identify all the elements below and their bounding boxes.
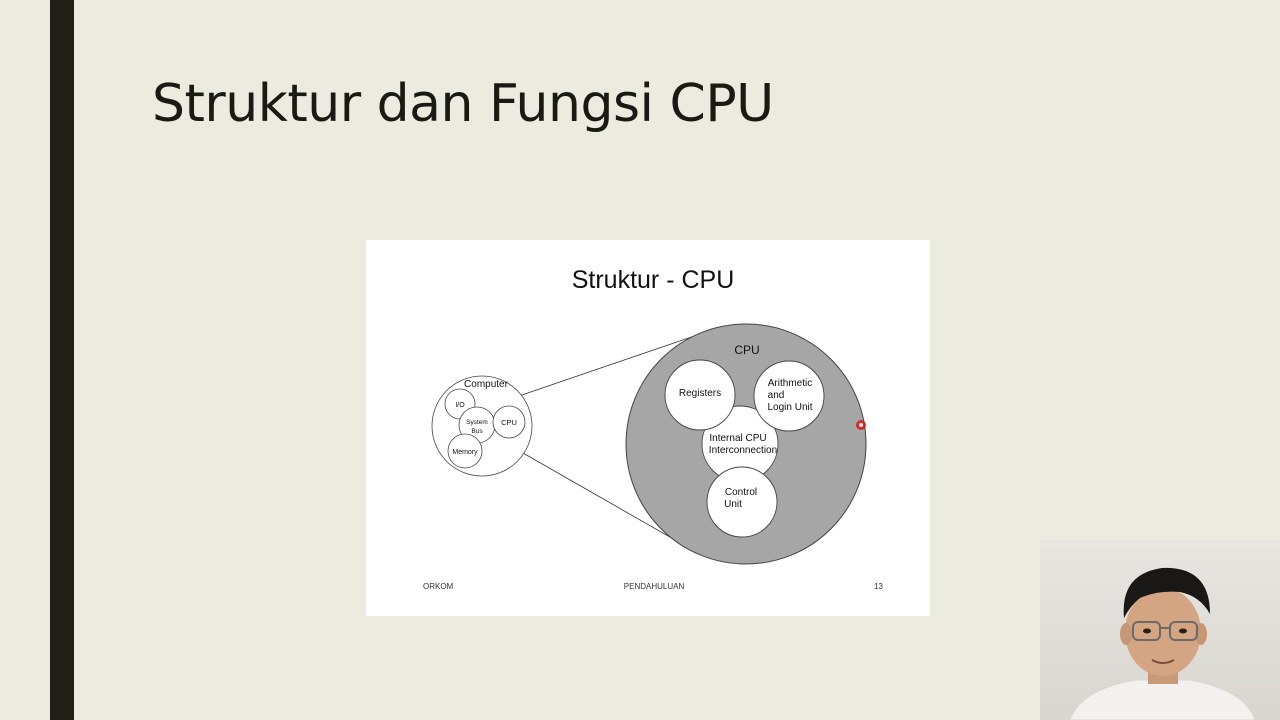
accent-sidebar xyxy=(50,0,74,720)
presenter-figure xyxy=(1069,567,1256,720)
small-cpu-circle xyxy=(492,405,526,439)
glasses-icon xyxy=(1132,621,1198,641)
zoom-line-bottom xyxy=(515,448,697,553)
small-cpu-label: CPU xyxy=(501,418,517,427)
computer-label: Computer xyxy=(464,379,509,390)
memory-label: Memory xyxy=(452,449,478,456)
alu-label-3: Login Unit xyxy=(767,402,812,413)
system-bus-label-2: Bus xyxy=(471,428,483,435)
registers-label: Registers xyxy=(679,388,721,399)
webcam-overlay xyxy=(1040,540,1280,720)
computer-diagram: Computer I/O System Bus CPU Memory xyxy=(431,375,533,477)
memory-circle xyxy=(447,433,483,469)
interconnect-label-2: Interconnection xyxy=(709,445,777,456)
io-label: I/O xyxy=(455,402,465,409)
control-unit-circle xyxy=(706,466,778,538)
footer-page-number: 13 xyxy=(874,582,883,591)
system-bus-label-1: System xyxy=(466,419,488,426)
cpu-large-label: CPU xyxy=(734,343,759,357)
cpu-detail-diagram: CPU Registers Arithmetic and Login Unit … xyxy=(625,323,867,565)
alu-label-2: and xyxy=(768,390,785,401)
slide-title: Struktur - CPU xyxy=(572,266,735,294)
cpu-structure-diagram: Struktur - CPU Computer I/O System Bus C… xyxy=(423,266,884,591)
page-title: Struktur dan Fungsi CPU xyxy=(152,74,774,134)
control-label-2: Unit xyxy=(724,499,742,510)
interconnect-label-1: Internal CPU xyxy=(709,433,766,444)
slide-image: Struktur - CPU Computer I/O System Bus C… xyxy=(366,240,930,616)
registers-circle xyxy=(664,359,736,431)
control-label-1: Control xyxy=(725,487,757,498)
footer-center: PENDAHULUAN xyxy=(624,582,685,591)
footer-left: ORKOM xyxy=(423,582,454,591)
alu-label-1: Arithmetic xyxy=(768,378,812,389)
alu-circle xyxy=(753,360,825,432)
laser-pointer-icon xyxy=(856,420,866,430)
zoom-line-top xyxy=(515,331,707,398)
